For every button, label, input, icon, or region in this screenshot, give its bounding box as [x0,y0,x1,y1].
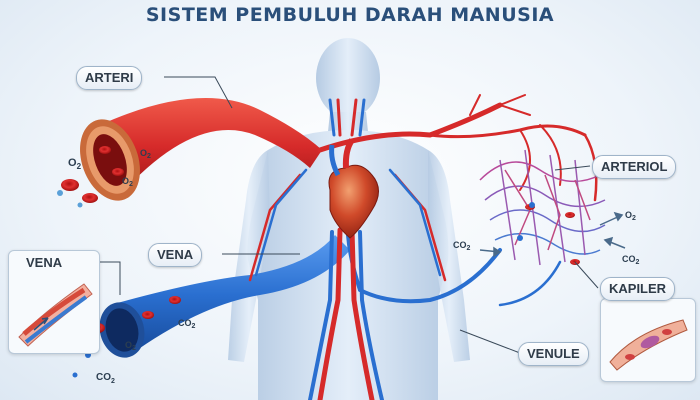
vena-inset-illustration [14,272,94,347]
label-kapiler: KAPILER [600,277,675,301]
kapiler-inset-illustration [605,312,689,372]
label-vena: VENA [148,243,202,267]
co2-label-bottom: CO2 [96,372,115,385]
label-venule: VENULE [518,342,589,366]
co2-label-vein: CO2 [178,318,196,330]
co2-label-capillary-right: CO2 [622,254,640,266]
label-arteriol: ARTERIOL [592,155,676,179]
o2-label-left: O2 [68,157,82,171]
capillary-network [480,150,605,265]
o2-label-capillary: O2 [625,210,636,222]
label-vena-inset: VENA [18,252,70,274]
label-arteri: ARTERI [76,66,142,90]
